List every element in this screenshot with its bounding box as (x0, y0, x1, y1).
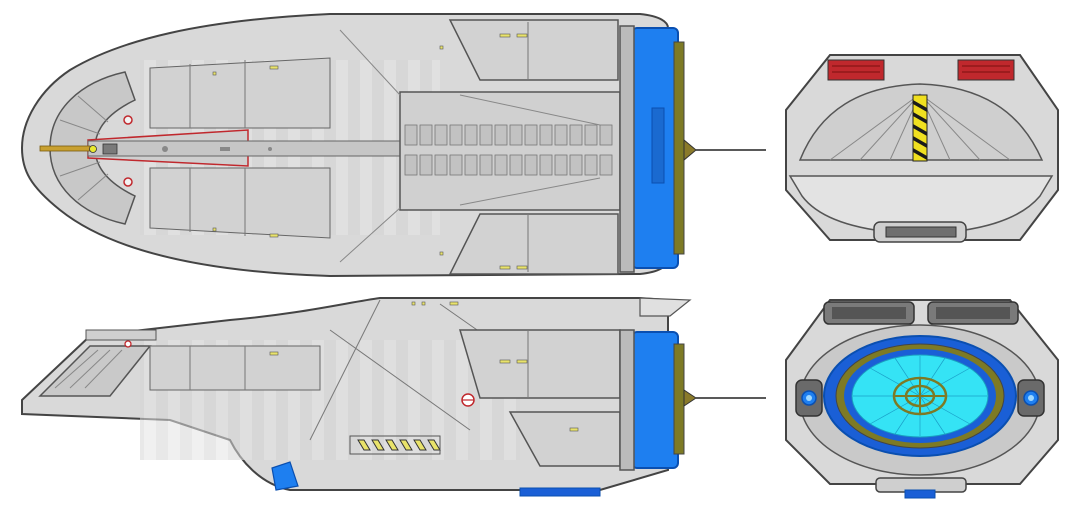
side-impulse-engine (631, 331, 679, 469)
top-view (20, 13, 766, 278)
top-bow-rod (39, 145, 91, 152)
rear-view (785, 299, 1059, 499)
side-view (21, 297, 766, 497)
top-aft-structure (399, 91, 621, 211)
side-vent-strip (357, 439, 441, 451)
front-view (785, 54, 1059, 243)
